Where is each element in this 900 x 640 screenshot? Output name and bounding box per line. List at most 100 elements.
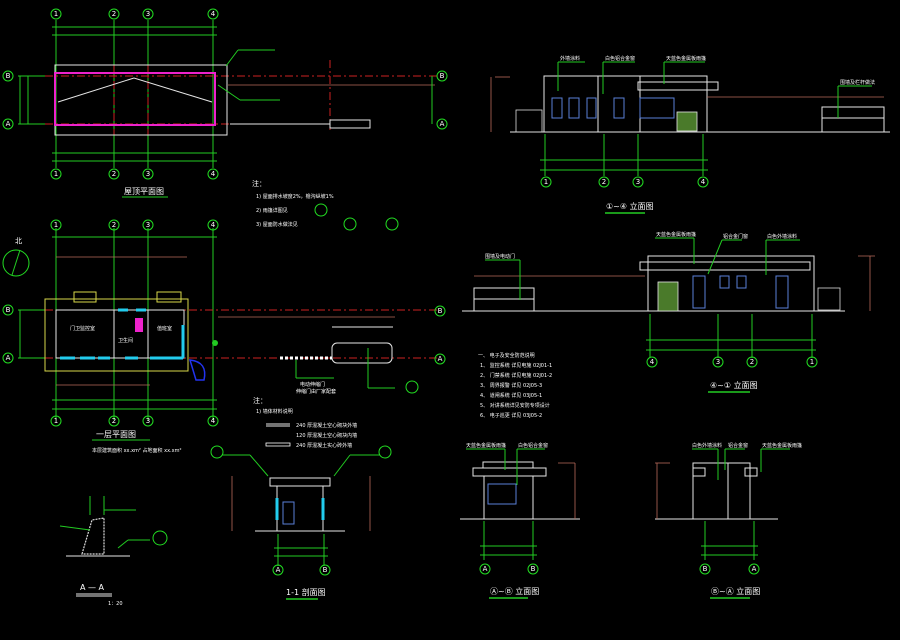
elev41-callout-1: 天蓝色金属板雨篷 (656, 231, 696, 238)
elevation-b-a: 白色外墙涂料 铝合金窗 天蓝色金属板雨篷 B A Ⓑ~Ⓐ 立面图 (655, 442, 802, 599)
e41-bubble-4: 4 (646, 356, 658, 368)
section-aa-note: 1：20 (108, 601, 123, 607)
e14-bubble-3: 3 (632, 176, 644, 188)
axis-bubble-4-top: 4 (207, 8, 219, 20)
gp-axis-bubble-4-bottom: 4 (207, 415, 219, 427)
svg-text:A: A (6, 120, 11, 128)
svg-text:6、 电子巡更 详见 03J05-2: 6、 电子巡更 详见 03J05-2 (480, 412, 542, 419)
elevba-callout-3: 天蓝色金属板雨篷 (762, 442, 802, 449)
gp-axis-bubble-B-left: B (2, 304, 14, 316)
svg-text:1) 墙体材料说明: 1) 墙体材料说明 (256, 408, 293, 415)
svg-text:4: 4 (650, 358, 655, 366)
axis-bubble-3-top: 3 (142, 8, 154, 20)
gp-axis-bubble-4-top: 4 (207, 219, 219, 231)
svg-text:1: 1 (544, 178, 548, 186)
elevation-b-a-title: Ⓑ~Ⓐ 立面图 (711, 586, 760, 596)
svg-text:2: 2 (112, 417, 116, 425)
svg-text:3: 3 (146, 221, 150, 229)
svg-text:北: 北 (15, 237, 22, 245)
gate-note: 伸缩门由厂家配套 (296, 388, 336, 395)
gp-axis-bubble-3-top: 3 (142, 219, 154, 231)
svg-text:4、 道闸系统 详见 03J05-1: 4、 道闸系统 详见 03J05-1 (480, 392, 542, 399)
svg-text:1、 监控系统 详见电施 02J01-1: 1、 监控系统 详见电施 02J01-1 (480, 362, 552, 369)
elev14-callout-4: 围墙及栏杆做法 (840, 79, 875, 86)
svg-text:3、 周界报警 详见 02J05-3: 3、 周界报警 详见 02J05-3 (480, 382, 542, 389)
svg-text:2、 门禁系统 详见电施 02J01-2: 2、 门禁系统 详见电施 02J01-2 (480, 372, 552, 379)
e41-bubble-3: 3 (712, 356, 724, 368)
elev14-callout-2: 白色铝合金窗 (605, 55, 635, 62)
elev14-callout-3: 天蓝色金属板雨篷 (666, 55, 706, 62)
eba-bubble-B: B (699, 563, 711, 575)
gp-axis-bubble-B-right: B (434, 305, 446, 317)
e14-bubble-4: 4 (697, 176, 709, 188)
elevation-4-1: 天蓝色金属板雨篷 铝合金门窗 白色外墙涂料 围墙及电动门 4 3 2 1 ④~①… (462, 231, 875, 393)
svg-text:120 厚混凝土空心砌块内墙: 120 厚混凝土空心砌块内墙 (296, 432, 357, 439)
e14-bubble-2: 2 (598, 176, 610, 188)
svg-text:3: 3 (146, 10, 150, 18)
svg-text:A: A (276, 566, 281, 574)
ground-plan: 门卫监控室 值班室 卫生间 1 2 3 4 1 2 3 4 B A B A 电动… (2, 219, 446, 454)
gate-label: 电动伸缩门 (300, 381, 325, 388)
svg-text:2: 2 (602, 178, 606, 186)
security-notes: 一、 电子及安全防范说明 1、 监控系统 详见电施 02J01-1 2、 门禁系… (478, 352, 552, 419)
axis-bubble-3-bottom: 3 (142, 168, 154, 180)
svg-text:A: A (438, 355, 443, 363)
north-arrow: 北 (2, 237, 30, 277)
elev14-callout-1: 外墙涂料 (560, 55, 580, 62)
svg-text:A: A (752, 565, 757, 573)
elevba-callout-2: 铝合金窗 (728, 442, 748, 449)
room-label-control: 门卫监控室 (70, 325, 95, 332)
section-1-1: A B 1-1 剖面图 (210, 445, 392, 600)
svg-text:1: 1 (54, 170, 58, 178)
svg-text:注：: 注： (252, 179, 266, 188)
elev41-callout-4: 围墙及电动门 (485, 253, 515, 260)
gp-axis-bubble-1-top: 1 (50, 219, 62, 231)
elev41-callout-2: 铝合金门窗 (723, 233, 748, 240)
section-a-a: A — A 1：20 (59, 496, 168, 607)
svg-text:4: 4 (211, 417, 216, 425)
svg-text:1: 1 (810, 358, 814, 366)
svg-text:A: A (440, 120, 445, 128)
elevation-a-b: 天蓝色金属板雨篷 白色铝合金窗 A B Ⓐ~Ⓑ 立面图 (460, 442, 580, 599)
elevation-a-b-title: Ⓐ~Ⓑ 立面图 (490, 586, 539, 596)
svg-text:一、 电子及安全防范说明: 一、 电子及安全防范说明 (478, 352, 535, 359)
svg-text:1: 1 (54, 10, 58, 18)
svg-text:注：: 注： (253, 396, 267, 405)
svg-text:3) 屋面防水做法见: 3) 屋面防水做法见 (256, 221, 298, 228)
svg-text:4: 4 (211, 221, 216, 229)
svg-text:5、 对讲系统详见安防专项设计: 5、 对讲系统详见安防专项设计 (480, 402, 550, 409)
svg-text:2: 2 (112, 221, 116, 229)
svg-text:A: A (6, 354, 11, 362)
gp-axis-bubble-1-bottom: 1 (50, 415, 62, 427)
elevation-1-4: 外墙涂料 白色铝合金窗 天蓝色金属板雨篷 围墙及栏杆做法 1 2 3 4 ①~④… (490, 55, 890, 214)
svg-text:2) 雨篷详图见: 2) 雨篷详图见 (256, 207, 288, 214)
svg-text:1: 1 (54, 221, 58, 229)
axis-bubble-B-right: B (436, 70, 448, 82)
svg-text:1) 屋面排水坡度2%，檐沟纵坡1%: 1) 屋面排水坡度2%，檐沟纵坡1% (256, 193, 334, 200)
svg-text:4: 4 (211, 10, 216, 18)
svg-text:4: 4 (211, 170, 216, 178)
gp-axis-bubble-A-left: A (2, 352, 14, 364)
section-aa-title: A — A (80, 583, 105, 592)
axis-bubble-4-bottom: 4 (207, 168, 219, 180)
axis-bubble-2-top: 2 (108, 8, 120, 20)
eab-bubble-B: B (527, 563, 539, 575)
e41-bubble-2: 2 (746, 356, 758, 368)
svg-text:B: B (531, 565, 536, 573)
s11-bubble-B: B (319, 564, 331, 576)
axis-bubble-1-top: 1 (50, 8, 62, 20)
gp-axis-bubble-2-top: 2 (108, 219, 120, 231)
plan-legend: 注： 1) 墙体材料说明 240 厚混凝土空心砌块外墙 120 厚混凝土空心砌块… (253, 396, 357, 449)
gp-axis-bubble-3-bottom: 3 (142, 415, 154, 427)
ground-plan-area-note: 本层建筑面积 xx.xm² 占地面积 xx.xm² (92, 447, 181, 454)
svg-text:3: 3 (146, 170, 150, 178)
roof-plan-title: 屋顶平面图 (124, 187, 164, 196)
svg-text:4: 4 (701, 178, 706, 186)
roof-notes: 注： 1) 屋面排水坡度2%，檐沟纵坡1% 2) 雨篷详图见 3) 屋面防水做法… (252, 179, 399, 231)
svg-text:B: B (6, 306, 11, 314)
svg-text:2: 2 (112, 170, 116, 178)
svg-text:3: 3 (636, 178, 640, 186)
eba-bubble-A: A (748, 563, 760, 575)
elevab-callout-1: 天蓝色金属板雨篷 (466, 442, 506, 449)
